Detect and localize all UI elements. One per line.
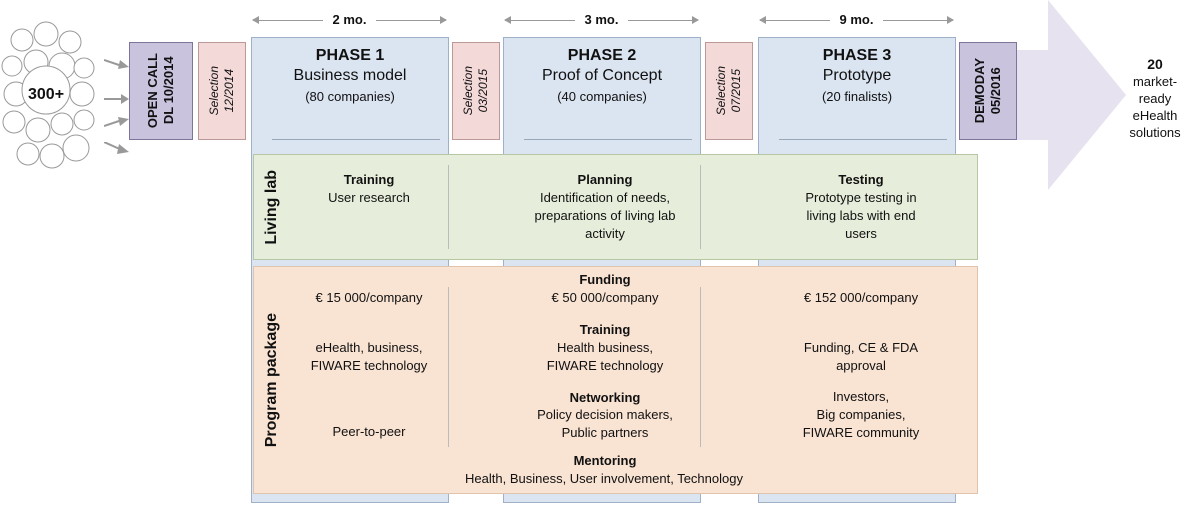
open-call-label: OPEN CALL DL 10/2014 — [145, 53, 176, 129]
mentoring-heading: Mentoring — [573, 453, 637, 468]
arrow-right-icon — [104, 59, 129, 69]
mentoring-text: Health, Business, User involvement, Tech… — [465, 471, 743, 486]
selection-3-box: Selection 07/2015 — [705, 42, 753, 140]
phase-3-count: (20 finalists) — [821, 89, 893, 104]
divider — [779, 139, 947, 140]
phase-2-subtitle: Proof of Concept — [541, 67, 663, 84]
program-package-label: Program package — [263, 312, 280, 448]
divider — [448, 165, 449, 249]
phase-2-count: (40 companies) — [557, 89, 647, 104]
divider — [700, 287, 701, 447]
training-phase-2: Health business, FIWARE technology — [546, 340, 664, 373]
funding-phase-2: € 50 000/company — [551, 290, 659, 305]
selection-3-label: Selection 07/2015 — [714, 66, 743, 116]
phase-3-duration-label: 9 mo. — [829, 12, 884, 27]
living-lab-phase-2: Planning Identification of needs, prepar… — [510, 171, 700, 243]
living-lab-phase-2-heading: Planning — [577, 172, 633, 187]
living-lab-phase-3-text: Prototype testing in living labs with en… — [805, 190, 917, 241]
living-lab-phase-3-heading: Testing — [838, 172, 884, 187]
selection-2-label: Selection 03/2015 — [461, 66, 490, 116]
living-lab-phase-1: Training User research — [294, 171, 444, 207]
result-text: 20 market- ready eHealth solutions — [1124, 56, 1186, 141]
funding-phase-3: € 152 000/company — [803, 290, 919, 305]
living-lab-label-box: Living lab — [254, 155, 290, 259]
training-heading: Training — [579, 322, 631, 337]
networking-phase-2: Policy decision makers, Public partners — [537, 407, 673, 440]
living-lab-band: Living lab Training User research Planni… — [253, 154, 978, 260]
phase-1-subtitle: Business model — [293, 67, 407, 84]
arrow-right-icon — [104, 117, 129, 127]
result-label: market- ready eHealth solutions — [1129, 74, 1181, 140]
training-phase-3: Funding, CE & FDA approval — [803, 340, 919, 373]
phase-1-duration-label: 2 mo. — [322, 12, 377, 27]
companies-bubble-cloud — [1, 21, 95, 169]
divider — [272, 139, 440, 140]
phase-2-duration: 3 mo. — [504, 12, 699, 28]
phase-3-duration: 9 mo. — [759, 12, 954, 28]
phase-1-count: (80 companies) — [305, 89, 395, 104]
living-lab-label: Living lab — [263, 169, 280, 245]
program-package-label-box: Program package — [254, 267, 290, 493]
phase-1-duration: 2 mo. — [252, 12, 447, 28]
phase-2-duration-label: 3 mo. — [574, 12, 629, 27]
open-call-box: OPEN CALL DL 10/2014 — [129, 42, 193, 140]
networking-phase-3: Investors, Big companies, FIWARE communi… — [802, 389, 920, 440]
selection-1-box: Selection 12/2014 — [198, 42, 246, 140]
living-lab-phase-1-text: User research — [328, 190, 410, 205]
selection-2-box: Selection 03/2015 — [452, 42, 500, 140]
phase-1-title: PHASE 1 — [315, 47, 385, 64]
program-package-band: Program package Funding € 15 000/company… — [253, 266, 978, 494]
result-count: 20 — [1147, 56, 1163, 72]
demoday-label: DEMODAY 05/2016 — [972, 58, 1003, 124]
divider — [524, 139, 692, 140]
living-lab-phase-1-heading: Training — [343, 172, 395, 187]
phase-3-subtitle: Prototype — [822, 67, 892, 84]
start-count: 300+ — [28, 86, 65, 103]
living-lab-phase-3: Testing Prototype testing in living labs… — [766, 171, 956, 243]
arrow-right-icon — [104, 142, 129, 154]
selection-1-label: Selection 12/2014 — [207, 66, 236, 116]
funding-heading: Funding — [579, 272, 631, 287]
networking-heading: Networking — [569, 390, 641, 405]
divider — [448, 287, 449, 447]
funding-phase-1: € 15 000/company — [315, 290, 423, 305]
phase-2-title: PHASE 2 — [567, 47, 637, 64]
networking-phase-1: Peer-to-peer — [332, 424, 406, 439]
result-arrow-icon — [1016, 0, 1126, 190]
demoday-box: DEMODAY 05/2016 — [959, 42, 1017, 140]
living-lab-phase-2-text: Identification of needs, preparations of… — [534, 190, 676, 241]
arrow-right-icon — [104, 94, 129, 104]
phase-3-title: PHASE 3 — [822, 47, 892, 64]
divider — [700, 165, 701, 249]
training-phase-1: eHealth, business, FIWARE technology — [310, 340, 428, 373]
